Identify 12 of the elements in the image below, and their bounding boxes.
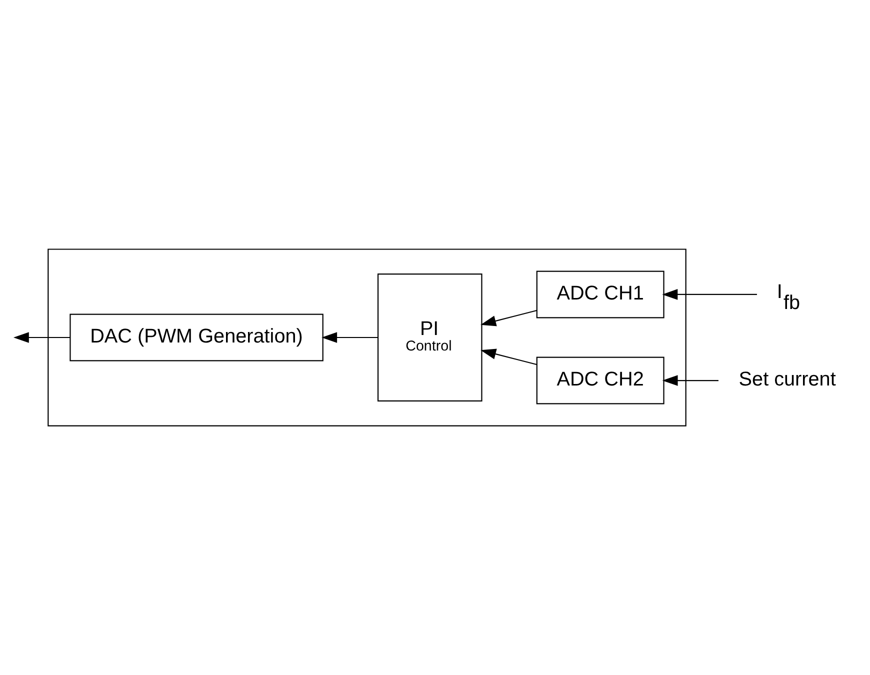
arrow bbox=[662, 375, 718, 386]
arrow bbox=[322, 332, 378, 343]
node-box: DAC (PWM Generation) bbox=[70, 314, 324, 362]
arrow bbox=[13, 332, 70, 343]
node-box: PI Control bbox=[377, 274, 482, 402]
arrow bbox=[662, 289, 757, 300]
node-text: Set current bbox=[738, 368, 836, 390]
cluster bbox=[48, 248, 686, 426]
arrow bbox=[480, 348, 537, 366]
node-box: ADC CH2 bbox=[536, 356, 664, 404]
node-box: ADC CH1 bbox=[536, 270, 664, 318]
arrow bbox=[480, 310, 537, 326]
